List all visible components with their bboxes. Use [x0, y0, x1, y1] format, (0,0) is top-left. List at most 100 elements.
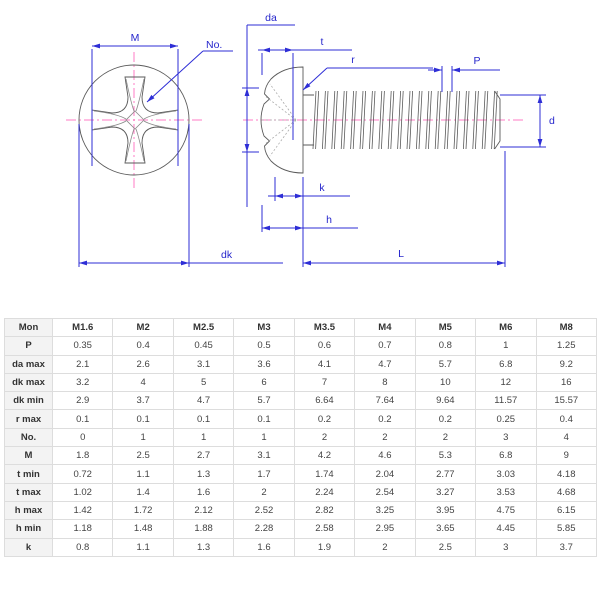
label-h: h [326, 214, 332, 226]
label-No: No. [206, 39, 222, 51]
recess-hidden-lines [262, 83, 297, 157]
row-label: t min [4, 464, 53, 484]
row-label: M [4, 446, 53, 466]
column-header: M3 [233, 317, 295, 338]
corner-header: Mon [4, 317, 53, 338]
table-cell: 1 [112, 427, 174, 448]
table-cell: 0.2 [293, 409, 356, 429]
table-cell: 3.53 [475, 482, 537, 502]
table-cell: 1.3 [172, 537, 235, 557]
table-cell: 2 [354, 427, 416, 448]
table-cell: 3.03 [475, 464, 537, 484]
label-M: M [131, 32, 140, 44]
table-cell: 0.1 [51, 409, 114, 429]
table-cell: 5 [172, 372, 235, 393]
table-cell: 4.75 [475, 500, 537, 521]
table-cell: 9.64 [414, 391, 477, 411]
table-cell: 0.1 [172, 409, 235, 429]
recess-facet-lines [93, 78, 177, 162]
column-header: M1.6 [51, 317, 114, 338]
dim-lines-front [78, 45, 283, 267]
table-cell: 3.25 [354, 500, 416, 521]
table-cell: 2.82 [293, 500, 356, 521]
table-cell: 4.68 [535, 482, 597, 502]
table-cell: 2 [414, 427, 477, 448]
row-label: t max [4, 482, 53, 502]
row-label: dk max [4, 372, 53, 393]
table-cell: 5.7 [233, 391, 295, 411]
table-cell: 3 [475, 427, 537, 448]
table-cell: 1.3 [172, 464, 235, 484]
row-label: h min [4, 519, 53, 539]
table-cell: 0.7 [354, 336, 416, 356]
table-cell: 10 [414, 372, 477, 393]
dim-lines-side [242, 24, 546, 267]
table-cell: 2.5 [414, 537, 477, 557]
table-cell: 3.95 [414, 500, 477, 521]
row-label: k [4, 537, 53, 557]
table-cell: 0.5 [233, 336, 295, 356]
label-d: d [549, 115, 555, 127]
label-k: k [319, 182, 325, 194]
table-cell: 4 [535, 427, 597, 448]
table-cell: 3.2 [51, 372, 114, 393]
table-cell: 0.35 [51, 336, 114, 356]
row-label: dk min [4, 391, 53, 411]
table-cell: 2.54 [354, 482, 416, 502]
table-cell: 0.4 [112, 336, 174, 356]
table-cell: 2.95 [354, 519, 416, 539]
table-cell: 4.6 [354, 446, 416, 466]
table-cell: 4.7 [354, 354, 416, 374]
table-cell: 3.27 [414, 482, 477, 502]
table-cell: 1.74 [293, 464, 356, 484]
table-cell: 2.04 [354, 464, 416, 484]
table-cell: 2.12 [172, 500, 235, 521]
table-cell: 6.8 [475, 354, 537, 374]
table-cell: 11.57 [475, 391, 537, 411]
table-cell: 2.1 [51, 354, 114, 374]
table-cell: 1.6 [233, 537, 295, 557]
table-cell: 4 [112, 372, 174, 393]
head-circle [78, 64, 190, 176]
row-label: da max [4, 354, 53, 374]
table-cell: 5.3 [414, 446, 477, 466]
row-label: r max [4, 409, 53, 429]
table-cell: 12 [475, 372, 537, 393]
table-cell: 0.45 [172, 336, 235, 356]
shank-neck [303, 94, 314, 146]
table-cell: 0.25 [475, 409, 537, 429]
table-cell: 2.58 [293, 519, 356, 539]
column-header: M3.5 [293, 317, 356, 338]
table-cell: 0 [51, 427, 114, 448]
table-cell: 2.28 [233, 519, 295, 539]
table-cell: 2 [354, 537, 416, 557]
table-cell: 1.42 [51, 500, 114, 521]
thread-helix-lines [312, 90, 498, 150]
table-cell: 1.02 [51, 482, 114, 502]
table-cell: 2.5 [112, 446, 174, 466]
table-cell: 6.8 [475, 446, 537, 466]
technical-drawing: M No. dk da t r P d k h L [66, 12, 555, 267]
label-P: P [473, 55, 480, 67]
table-cell: 3.65 [414, 519, 477, 539]
label-r: r [351, 54, 355, 66]
table-cell: 6 [233, 372, 295, 393]
table-cell: 2.77 [414, 464, 477, 484]
table-cell: 1.8 [51, 446, 114, 466]
table-cell: 5.85 [535, 519, 597, 539]
table-cell: 3.6 [233, 354, 295, 374]
row-label: P [4, 336, 53, 356]
table-cell: 9.2 [535, 354, 597, 374]
table-cell: 9 [535, 446, 597, 466]
table-cell: 4.45 [475, 519, 537, 539]
front-view: M No. dk [66, 32, 283, 267]
table-cell: 3.7 [112, 391, 174, 411]
